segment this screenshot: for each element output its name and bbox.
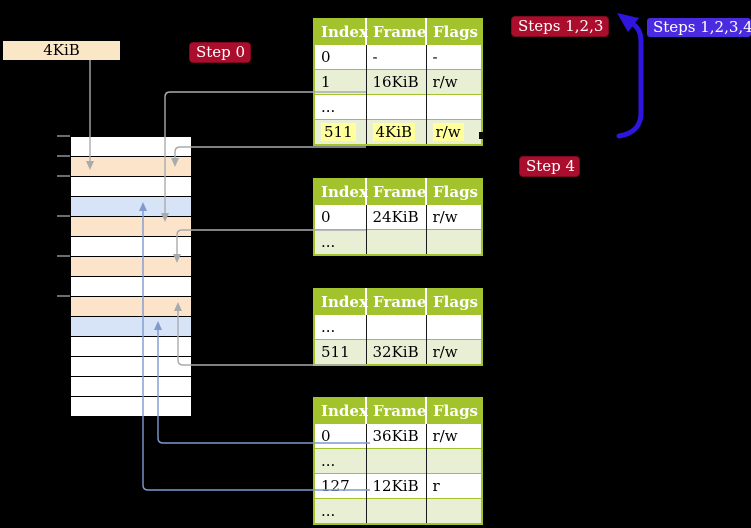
- column-header: Flags: [425, 19, 482, 45]
- table-row: ...: [314, 448, 482, 474]
- table-cell: [365, 314, 426, 340]
- table-cell: 0: [314, 44, 366, 70]
- table-cell: [365, 448, 426, 474]
- table-cell: ...: [314, 229, 366, 255]
- table-row: ...: [314, 229, 482, 255]
- recursive-loop-arrow: [616, 13, 644, 139]
- table-cell: -: [425, 44, 482, 70]
- table-cell: [365, 498, 426, 524]
- table-cell: [425, 448, 482, 474]
- memory-frame-7: [71, 276, 191, 296]
- table-row: 511 4KiB r/w: [314, 119, 482, 145]
- memory-frame-5: [71, 236, 191, 256]
- table-cell: [425, 314, 482, 340]
- step-0-badge: Step 0: [189, 42, 251, 63]
- table-cell: ...: [314, 314, 366, 340]
- column-header: Frame: [365, 19, 426, 45]
- memory-frame-11: [71, 356, 191, 376]
- steps-1-2-3-badge: Steps 1,2,3: [511, 16, 609, 37]
- table-cell: 1: [314, 69, 366, 95]
- memory-frame-8: [71, 296, 191, 316]
- table-cell: r: [425, 473, 482, 499]
- table-cell: [425, 94, 482, 120]
- step-4-badge: Step 4: [519, 156, 580, 177]
- table-cell: 24KiB: [365, 204, 426, 230]
- table-row: ...: [314, 498, 482, 524]
- table-cell: ...: [314, 448, 366, 474]
- table-cell: 0: [314, 204, 366, 230]
- table-cell: r/w: [425, 339, 482, 365]
- table-cell: 511: [314, 339, 366, 365]
- table-cell: r/w: [425, 204, 482, 230]
- highlighted-value: r/w: [432, 123, 464, 141]
- column-header: Index: [314, 19, 368, 45]
- table-row: ...: [314, 94, 482, 120]
- loop-arrow-shaft: [616, 19, 644, 139]
- memory-frame-2: [71, 176, 191, 196]
- table-cell: 36KiB: [365, 423, 426, 449]
- memory-frame-3: [71, 196, 191, 216]
- table-cell: r/w: [425, 423, 482, 449]
- highlighted-value: 511: [321, 123, 356, 141]
- table-cell: 4KiB: [365, 119, 426, 145]
- column-header: Index: [314, 398, 368, 424]
- memory-frame-13: [71, 396, 191, 416]
- table-cell: [425, 498, 482, 524]
- physical-memory-stack: [70, 136, 192, 417]
- column-header: Index: [314, 179, 368, 205]
- memory-frame-1: [71, 156, 191, 176]
- table-row: ...: [314, 314, 482, 340]
- memory-frame-9: [71, 316, 191, 336]
- table-cell: [365, 229, 426, 255]
- column-header: Frame: [365, 179, 426, 205]
- table1-row511-to-frame1-arrow: [174, 146, 366, 158]
- table-cell: 16KiB: [365, 69, 426, 95]
- column-header: Flags: [425, 179, 482, 205]
- table-cell: [425, 229, 482, 255]
- table-cell: 12KiB: [365, 473, 426, 499]
- column-header: Flags: [425, 398, 482, 424]
- loop-arrowhead-up-left-icon: [617, 13, 639, 32]
- memory-frame-0: [71, 137, 191, 156]
- table-cell: 0: [314, 423, 366, 449]
- table-cell: [365, 94, 426, 120]
- column-header: Flags: [425, 289, 482, 315]
- table-cell: 511: [314, 119, 366, 145]
- frame-size-label: 4KiB: [3, 41, 120, 60]
- table-cell: 127: [314, 473, 366, 499]
- address-ticks: [57, 135, 70, 297]
- highlighted-value: 4KiB: [372, 123, 416, 141]
- table-cell: r/w: [425, 69, 482, 95]
- column-header: Frame: [365, 289, 426, 315]
- column-header: Index: [314, 289, 368, 315]
- table-cell: ...: [314, 498, 366, 524]
- memory-frame-10: [71, 336, 191, 356]
- memory-frame-6: [71, 256, 191, 276]
- table-row: 0--: [314, 44, 482, 70]
- table-cell: 32KiB: [365, 339, 426, 365]
- column-header: Frame: [365, 398, 426, 424]
- table-cell: -: [365, 44, 426, 70]
- table-cell: ...: [314, 94, 366, 120]
- steps-1-2-3-4-badge: Steps 1,2,3,4: [647, 18, 751, 37]
- memory-frame-4: [71, 216, 191, 236]
- table-cell: r/w: [425, 119, 482, 145]
- memory-frame-12: [71, 376, 191, 396]
